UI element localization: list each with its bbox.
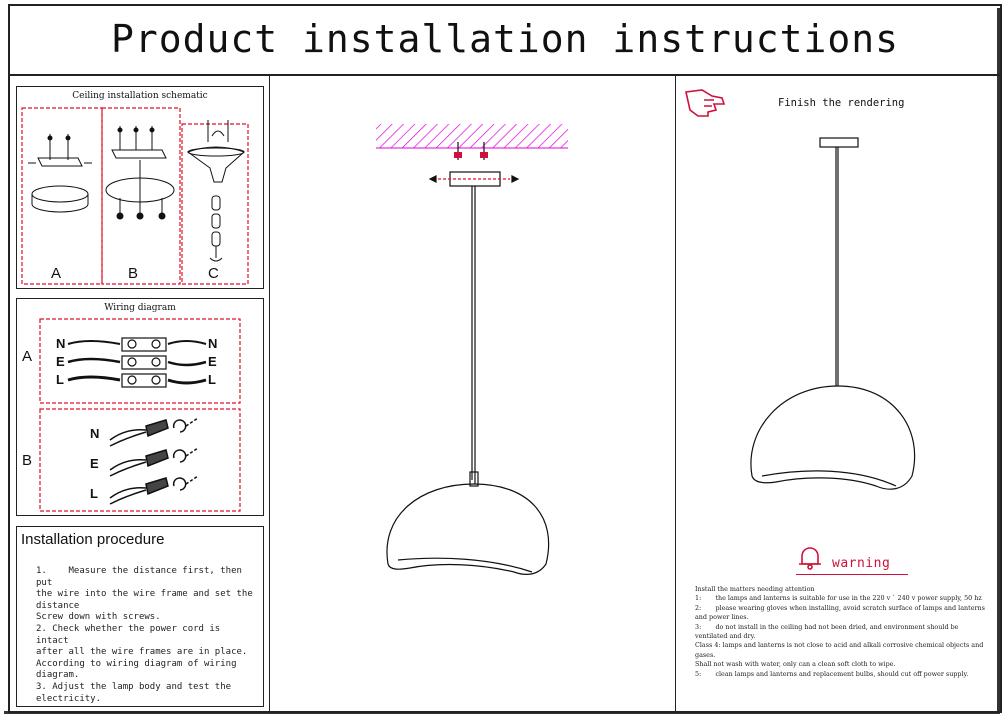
finish-rendering-title: Finish the rendering bbox=[778, 97, 905, 109]
wiring-b-frame bbox=[39, 408, 241, 512]
warning-underline bbox=[796, 574, 908, 575]
terminal-block bbox=[67, 337, 207, 388]
installation-drawing bbox=[376, 124, 568, 575]
wire-nuts bbox=[109, 417, 199, 505]
wiring-label-b: B bbox=[22, 452, 33, 469]
wire-letter-l: L bbox=[56, 372, 64, 387]
finished-lamp-rendering bbox=[750, 137, 916, 490]
bell-icon bbox=[799, 547, 821, 570]
procedure-panel: Installation procedure bbox=[16, 526, 264, 707]
schematic-label-a: A bbox=[51, 265, 62, 282]
ceiling-schematic-drawing bbox=[21, 107, 249, 285]
wire-letter-n-b: N bbox=[90, 426, 100, 441]
page-frame bbox=[8, 4, 1002, 713]
warning-line: 1: the lamps and lanterns is suitable fo… bbox=[695, 594, 982, 603]
schematic-c-frame bbox=[181, 123, 249, 285]
mounting-bracket-a bbox=[28, 134, 92, 213]
warning-label: warning bbox=[832, 556, 891, 571]
mounting-bracket-b bbox=[105, 126, 175, 220]
wiring-diagram-title: Wiring diagram bbox=[104, 303, 176, 313]
schematic-label-b: B bbox=[128, 265, 139, 282]
ceiling-hatch bbox=[376, 124, 568, 148]
procedure-text: 1. Measure the distance first, then put … bbox=[36, 566, 253, 704]
wire-letter-l-b: L bbox=[90, 486, 98, 501]
wire-letter-e: E bbox=[56, 354, 65, 369]
wire-letter-e-out: E bbox=[208, 354, 217, 369]
wire-letter-n-out: N bbox=[208, 336, 218, 351]
wiring-label-a: A bbox=[22, 348, 33, 365]
warning-line: Install the matters needing attention bbox=[695, 585, 815, 593]
warning-line: Shall not wash with water, only can a cl… bbox=[695, 660, 896, 669]
left-column bbox=[10, 76, 270, 713]
title-bar: Product installation instructions bbox=[8, 4, 1002, 76]
wiring-a-frame bbox=[39, 318, 241, 404]
pointing-hand-icon bbox=[685, 89, 726, 117]
wiring-diagram-drawing bbox=[39, 318, 241, 512]
warning-line: 2: please wearing gloves when installing… bbox=[695, 603, 987, 622]
procedure-title: Installation procedure bbox=[21, 531, 165, 548]
wiring-diagram-panel: Wiring diagram bbox=[16, 298, 264, 516]
warning-text: Install the matters needing attention 1:… bbox=[695, 585, 985, 679]
warning-line: Class 4: lamps and lanterns is not close… bbox=[695, 641, 986, 659]
chain-mount-c bbox=[186, 120, 245, 262]
ceiling-schematic-title: Ceiling installation schematic bbox=[72, 91, 208, 101]
column-divider bbox=[675, 76, 676, 713]
wire-letter-l-out: L bbox=[208, 372, 216, 387]
wire-letter-e-b: E bbox=[90, 456, 99, 471]
schematic-b-frame bbox=[101, 107, 181, 285]
warning-line: 5: clean lamps and lanterns and replacem… bbox=[695, 669, 969, 678]
schematic-a-frame bbox=[21, 107, 103, 285]
schematic-label-c: C bbox=[208, 265, 219, 282]
canopy bbox=[386, 142, 550, 575]
page-title: Product installation instructions bbox=[111, 17, 899, 61]
warning-line: 3: do not install in the ceiling had not… bbox=[695, 622, 961, 641]
wire-letter-n: N bbox=[56, 336, 66, 351]
